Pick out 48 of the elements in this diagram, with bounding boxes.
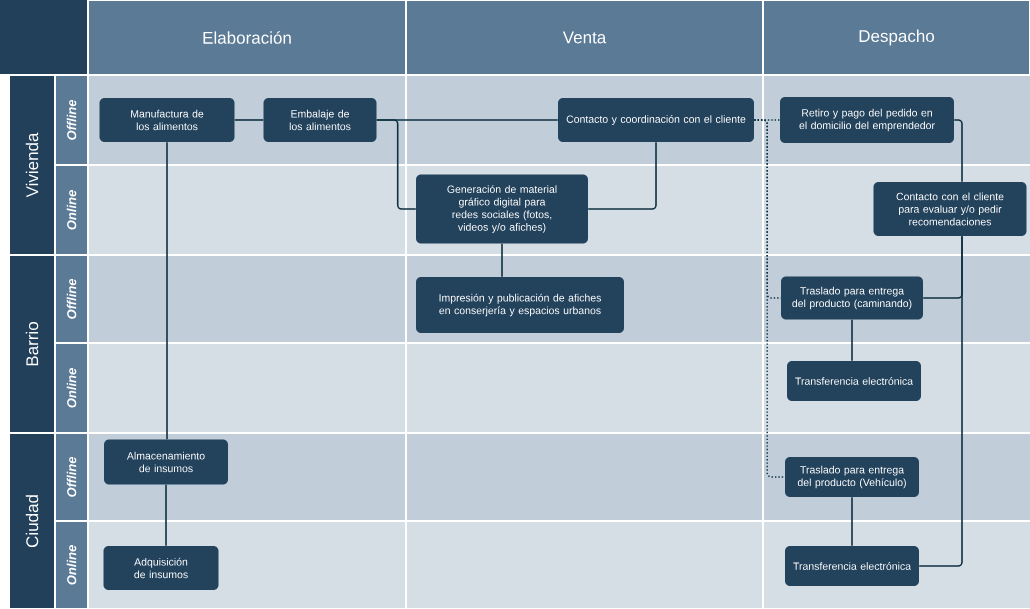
process-box: Adquisición de insumos	[103, 546, 219, 590]
connector	[918, 235, 963, 567]
node-label: Offline	[66, 99, 77, 140]
process-box: Generación de material gráfico digital para redes sociales (fotos, videos y/o afiches)	[416, 174, 588, 244]
node-label: Venta	[562, 31, 607, 44]
connector	[953, 119, 963, 183]
node-label: Online	[66, 368, 77, 408]
node-label: Elaboración	[203, 31, 291, 44]
dotted-connector	[753, 119, 786, 478]
node-label: Barrio	[25, 322, 39, 366]
connector	[587, 141, 657, 210]
process-box: Contacto y coordinación con el cliente	[558, 98, 754, 142]
process-box: Manufactura de los alimentos	[99, 98, 235, 142]
node-label: Online	[66, 190, 77, 230]
connector	[851, 318, 853, 362]
connector	[851, 496, 853, 547]
process-box: Embalaje de los alimentos	[263, 98, 377, 142]
process-box: Transferencia electrónica	[785, 546, 919, 586]
lane-header: Vivienda	[10, 76, 54, 254]
connector	[166, 141, 168, 441]
process-box: Traslado para entrega del producto (caminando)	[781, 276, 923, 320]
sublane-header: Online	[56, 344, 87, 432]
process-box: Transferencia electrónica	[787, 361, 921, 401]
connector	[501, 242, 503, 278]
process-box: Contacto con el cliente para evaluar y/o pedir recomendaciones	[873, 182, 1027, 236]
sublane-header: Online	[56, 166, 87, 254]
node-label: Offline	[66, 456, 77, 497]
sublane-header: Online	[56, 522, 87, 608]
process-box: Impresión y publicación de afiches en conserjería y espacios urbanos	[416, 277, 624, 333]
connector	[375, 119, 417, 210]
lane-header: Barrio	[10, 256, 54, 432]
sublane-header: Offline	[56, 256, 87, 342]
node-label: Offline	[66, 278, 77, 319]
process-box: Almacenamiento de insumos	[104, 439, 228, 485]
connector	[233, 119, 265, 121]
node-label: Vivienda	[25, 132, 39, 198]
node-label: Online	[66, 545, 77, 585]
process-box: Traslado para entrega del producto (Vehículo)	[785, 457, 919, 497]
node-label: Ciudad	[25, 495, 39, 548]
column-header: Despacho	[764, 1, 1029, 74]
process-box: Retiro y pago del pedido en el domicilio del emprendedor	[780, 97, 954, 143]
lane-header: Ciudad	[10, 434, 54, 608]
sublane-header: Offline	[56, 76, 87, 164]
sublane-header: Offline	[56, 434, 87, 520]
connector	[165, 483, 167, 547]
column-header: Elaboración	[89, 1, 405, 74]
node-label: Despacho	[859, 29, 935, 46]
column-header: Venta	[407, 1, 762, 74]
